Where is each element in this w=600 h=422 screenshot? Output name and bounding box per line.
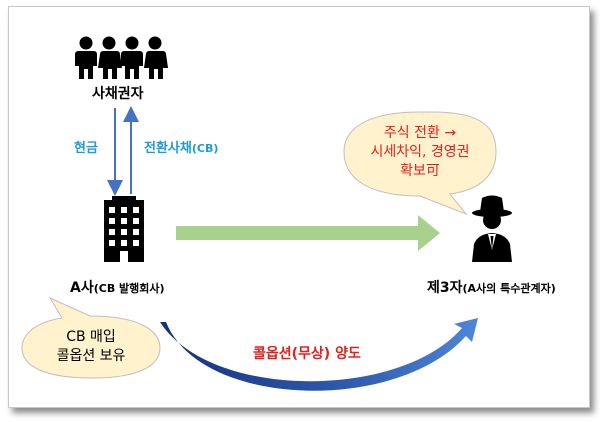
person-icon: [144, 36, 168, 79]
bubble-left-line2: 콜옵션 보유: [56, 348, 126, 364]
speech-bubble-right: [343, 111, 497, 216]
company-a-name: A사: [70, 280, 94, 296]
bubble-right-text: 주식 전환 → 시세차익, 경영권 확보可: [344, 124, 496, 181]
cb-label: 전환사채(CB): [144, 137, 218, 156]
transfer-arrow: [176, 215, 440, 251]
person-icon: [75, 36, 97, 79]
person-icon: [98, 36, 122, 79]
person-icon: [121, 36, 143, 79]
spy-icon: [472, 195, 512, 262]
company-a-desc: (CB 발행회사): [93, 282, 165, 295]
third-party-name: 제3자: [427, 280, 463, 296]
company-a-label: A사(CB 발행회사): [70, 277, 165, 297]
creditors-label: 사채권자: [92, 86, 144, 102]
third-party-label: 제3자(A사의 특수관계자): [427, 277, 556, 297]
bubble-left-line1: CB 매입: [66, 329, 116, 345]
callable-option-label: 콜옵션(무상) 양도: [253, 343, 361, 363]
bubble-right-line2: 시세차익, 경영권: [370, 144, 470, 160]
cash-label: 현금: [74, 141, 98, 156]
cb-label-main: 전환사채: [144, 141, 192, 156]
callable-option-arrow: [160, 318, 478, 391]
bubble-left-text: CB 매입 콜옵션 보유: [22, 328, 160, 366]
bubble-right-line3: 확보可: [400, 163, 440, 179]
building-icon: [104, 196, 144, 262]
third-party-desc: (A사의 특수관계자): [462, 282, 556, 295]
callable-option-sub: 양도: [335, 346, 361, 362]
speech-bubble-left: [21, 296, 161, 379]
people-group-icon: [75, 36, 168, 79]
bubble-right-line1: 주식 전환 →: [383, 125, 457, 141]
cb-label-sub: (CB): [191, 142, 219, 155]
callable-option-main: 콜옵션(무상): [253, 346, 331, 362]
